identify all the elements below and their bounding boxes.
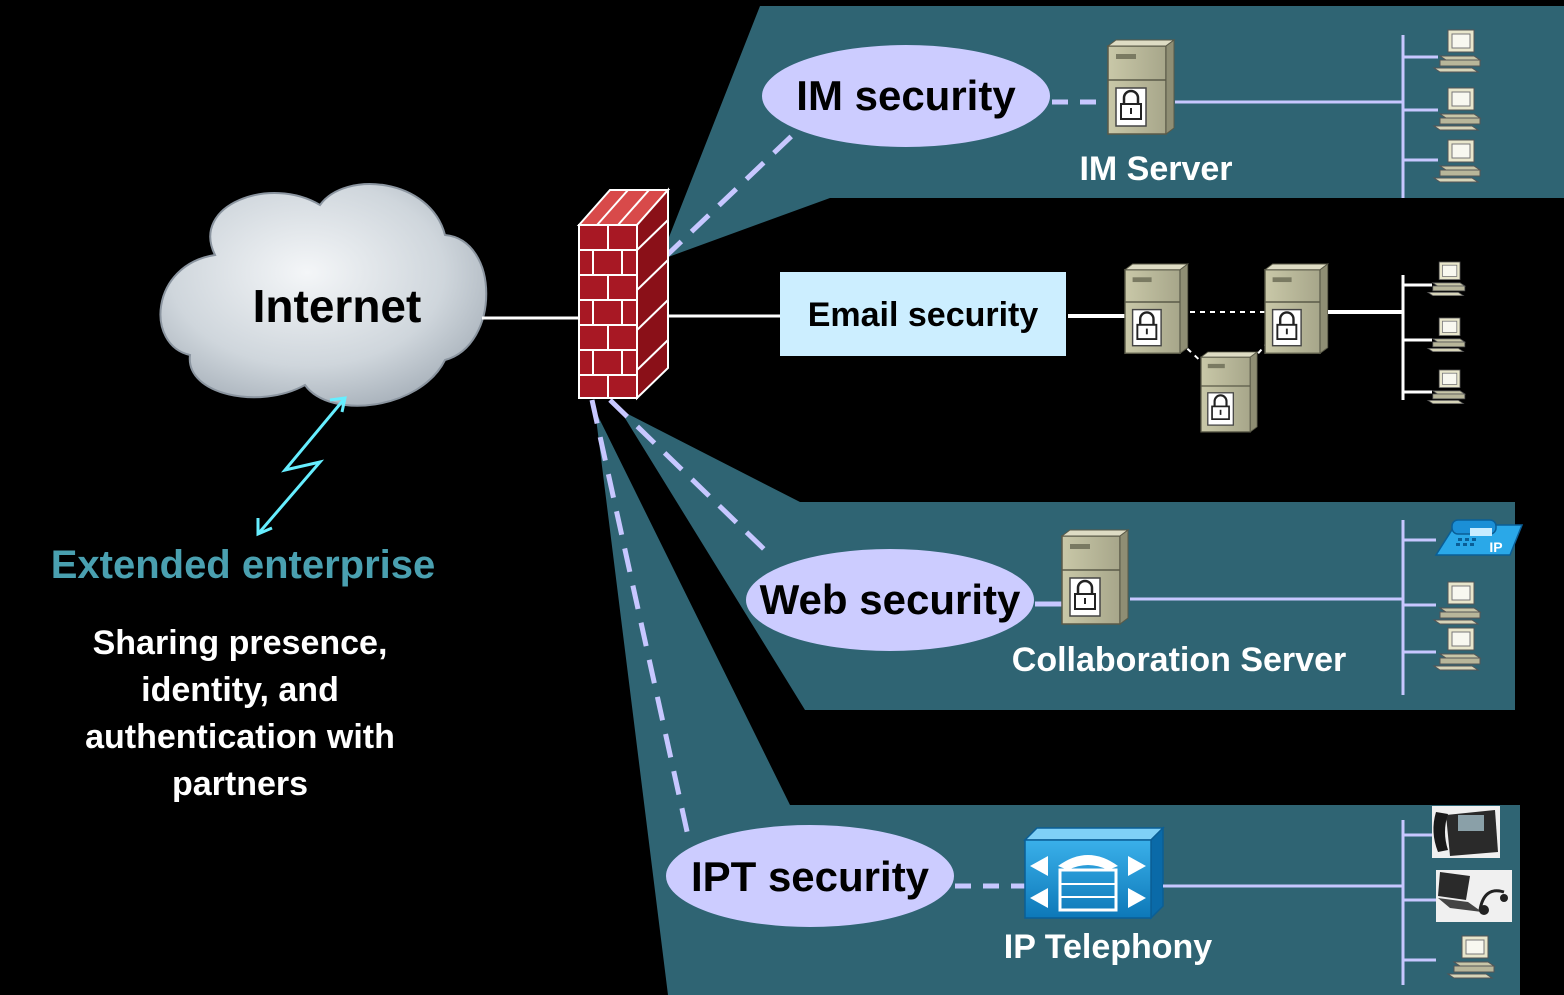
firewall-icon bbox=[576, 187, 671, 401]
im-lan-bus bbox=[1401, 35, 1438, 198]
extended-desc-line-3: authentication with bbox=[85, 718, 395, 756]
email-pc-icon-2 bbox=[1427, 317, 1466, 353]
email-security-label: Email security bbox=[808, 296, 1039, 334]
ip-telephony-label: IP Telephony bbox=[1004, 928, 1213, 966]
extended-desc-line-1: Sharing presence, bbox=[93, 624, 388, 662]
email-server-icon-3 bbox=[1199, 350, 1259, 433]
im-security-ellipse bbox=[760, 43, 1052, 149]
internet-cloud bbox=[159, 183, 488, 407]
firewall-im-dashed-link bbox=[662, 126, 802, 260]
extended-enterprise-title: Extended enterprise bbox=[51, 543, 436, 587]
web-security-ellipse bbox=[744, 547, 1036, 653]
email-pc-icon-1 bbox=[1427, 261, 1466, 297]
email-security-box bbox=[780, 272, 1066, 356]
email-pc-icon-3 bbox=[1427, 369, 1466, 405]
web-security-label: Web security bbox=[760, 576, 1021, 623]
im-server-label: IM Server bbox=[1079, 150, 1232, 188]
extended-desc-line-4: partners bbox=[172, 765, 308, 803]
email-server-icon-1 bbox=[1123, 262, 1189, 355]
ip-phone-icon: IP bbox=[1434, 519, 1524, 556]
web-lan-bus bbox=[1401, 520, 1436, 695]
ipt-lan-bus bbox=[1401, 820, 1436, 985]
ipt-security-label: IPT security bbox=[691, 853, 930, 900]
im-security-label: IM security bbox=[796, 72, 1016, 119]
im-server-icon bbox=[1106, 38, 1176, 136]
ipt-security-ellipse bbox=[664, 823, 956, 929]
email-server-icon-2 bbox=[1263, 262, 1329, 355]
internet-label: Internet bbox=[253, 280, 422, 332]
desk-phone-icon bbox=[1432, 806, 1500, 858]
email-lan-bus bbox=[1401, 275, 1432, 400]
collaboration-server-label: Collaboration Server bbox=[1012, 641, 1346, 679]
ip-phone-badge: IP bbox=[1489, 539, 1502, 555]
extended-desc-line-2: identity, and bbox=[141, 671, 339, 709]
ip-telephony-icon bbox=[1023, 826, 1165, 920]
lightning-link bbox=[256, 396, 347, 537]
laptop-headset-icon bbox=[1436, 870, 1512, 922]
email-server-dotted-links bbox=[1179, 311, 1269, 366]
collaboration-server-icon bbox=[1060, 528, 1130, 626]
